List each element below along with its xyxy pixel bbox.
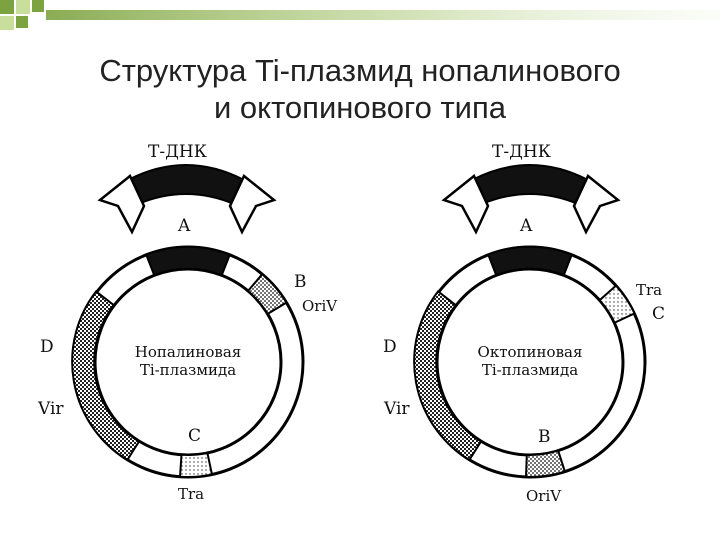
title-line-2: и октопинового типа <box>213 90 507 125</box>
region-c-label: C <box>652 304 665 324</box>
plasmid-name-line-2: Ti-плазмида <box>482 361 578 379</box>
region-d-label: D <box>40 337 54 357</box>
tdna-excision-arrows <box>97 164 277 235</box>
region-a-label: A <box>177 216 191 236</box>
segment-b-ori <box>246 272 288 316</box>
region-a-label: A <box>519 216 533 236</box>
plasmid-name-line-1: Октопиновая <box>478 343 583 361</box>
tdna-excision-arrows <box>441 164 621 235</box>
octopine-plasmid: Т-ДНК A Tra C D Vir B OriV Октопиновая T… <box>383 142 665 505</box>
tra-label: Tra <box>178 485 204 503</box>
region-d-label: D <box>383 337 397 357</box>
segment-tra-c <box>598 284 636 325</box>
tra-label: Tra <box>636 281 662 299</box>
tdna-label: Т-ДНК <box>148 142 207 162</box>
slide-title: Структура Ti-плазмид нопалинового и окто… <box>0 52 720 126</box>
oriv-label: OriV <box>302 297 338 315</box>
vir-label: Vir <box>383 399 410 419</box>
header-decoration <box>0 0 720 30</box>
region-b-label: B <box>538 427 551 447</box>
tdna-label: Т-ДНК <box>492 142 551 162</box>
title-line-1: Структура Ti-плазмид нопалинового <box>99 53 621 88</box>
segment-d-vir <box>71 289 141 462</box>
vir-label: Vir <box>37 399 64 419</box>
segment-d-vir <box>413 289 483 462</box>
nopaline-plasmid: Т-ДНК A B OriV D Vir C Tra Нопалиновая T… <box>37 142 338 503</box>
region-c-label: C <box>188 426 201 446</box>
oriv-label: OriV <box>526 487 562 505</box>
segment-a <box>144 245 232 277</box>
plasmid-name-line-2: Ti-плазмида <box>140 361 236 379</box>
segment-a <box>486 245 574 277</box>
region-b-label: B <box>294 272 307 292</box>
segment-c-tra <box>178 451 214 478</box>
plasmid-name-line-1: Нопалиновая <box>135 343 241 361</box>
segment-b-ori <box>524 449 567 478</box>
